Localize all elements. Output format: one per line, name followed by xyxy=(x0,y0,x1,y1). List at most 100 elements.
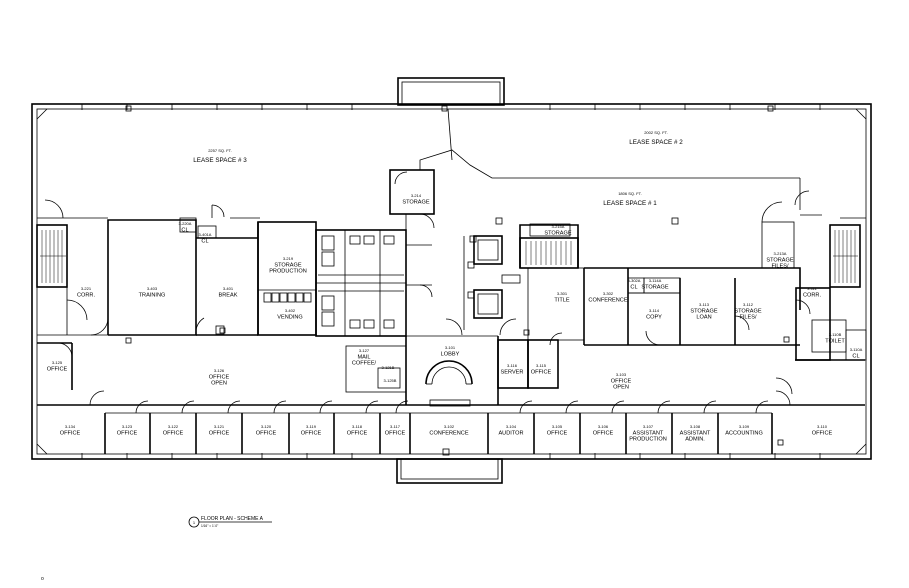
room-number: 3-213A xyxy=(774,251,787,256)
room-number: 3-116 xyxy=(507,363,518,368)
footer-mark: o xyxy=(41,576,44,582)
lobby-reception-desk xyxy=(425,360,473,385)
elevators xyxy=(445,235,521,336)
room-number: 3-119 xyxy=(306,424,317,429)
room-number: 3-125 xyxy=(52,360,63,365)
room-label-assistant-admin: ADMIN. xyxy=(685,437,705,443)
lease-space-labels: 2257 SQ. FT. LEASE SPACE # 3 2002 SQ. FT… xyxy=(193,130,683,207)
room-number: 3-111 xyxy=(807,286,817,291)
caption-scale: 1/16" = 1'-0" xyxy=(201,524,218,528)
room-number: 3-127 xyxy=(359,348,370,353)
room-label-mail-coffee: COFFEE/ xyxy=(352,361,377,367)
room-label-server: SERVER xyxy=(501,370,524,376)
room-label-office: OFFICE xyxy=(547,431,568,437)
room-label-copy: COPY xyxy=(646,315,662,321)
room-label-office-open: OPEN xyxy=(211,381,227,387)
room-label-storage: STORAGE xyxy=(544,231,572,237)
room-number: 3-110 xyxy=(817,424,828,429)
room-number: 3-121 xyxy=(214,424,225,429)
room-label-office: OFFICE xyxy=(812,431,833,437)
stair-center xyxy=(519,237,579,269)
room-label-assistant-production: PRODUCTION xyxy=(629,437,667,443)
room-label-office-open: OFFICE xyxy=(209,375,230,381)
room-number: 3-106 xyxy=(598,424,609,429)
room-number: 3-401 xyxy=(223,286,234,291)
room-number: 3-110A xyxy=(850,347,863,352)
room-label-office: OFFICE xyxy=(531,370,552,376)
room-label-title: TITLE xyxy=(554,298,569,304)
caption-title: FLOOR PLAN - SCHEME A xyxy=(201,516,264,522)
lease-space-2-name: LEASE SPACE # 2 xyxy=(629,139,683,146)
room-number: 3-101 xyxy=(445,345,456,350)
room-number: 3-114A xyxy=(649,278,662,283)
room-labels: 3-214STORAGE3-220ACL3-401ACL3-219STORAGE… xyxy=(47,193,863,443)
lease-space-3-name: LEASE SPACE # 3 xyxy=(193,157,247,164)
room-label-toilet: TOILET xyxy=(825,339,845,345)
room-number: 3-125B xyxy=(384,378,397,383)
room-label-office: OFFICE xyxy=(256,431,277,437)
room-number: 3-102 xyxy=(444,424,455,429)
room-label-office: OFFICE xyxy=(593,431,614,437)
room-label-office: OFFICE xyxy=(117,431,138,437)
room-label-conference: CONFERENCE xyxy=(588,298,627,304)
room-label-storage-files: FILES/ xyxy=(739,315,757,321)
room-number: 3-214 xyxy=(411,193,422,198)
room-number: 3-115 xyxy=(536,363,547,368)
column-markers xyxy=(81,104,821,459)
room-label-accounting: ACCOUNTING xyxy=(725,431,763,437)
lease-space-1-area: 1806 SQ. FT. xyxy=(618,191,642,196)
room-label-cl: CL xyxy=(181,228,188,234)
lease-space-2-area: 2002 SQ. FT. xyxy=(644,130,668,135)
room-number: 3-220A xyxy=(179,221,192,226)
building-shell xyxy=(31,77,872,484)
stair-east xyxy=(829,224,861,288)
fixture-markers xyxy=(125,105,790,456)
room-number: 3-109 xyxy=(739,424,750,429)
west-wing-walls xyxy=(37,204,259,336)
room-number: 3-122 xyxy=(168,424,179,429)
room-number: 3-113 xyxy=(699,302,710,307)
room-label-storage-loan: STORAGE xyxy=(690,309,718,315)
room-label-storage-loan: LOAN xyxy=(696,315,711,321)
room-number: 3-403 xyxy=(147,286,158,291)
room-number: 3-117 xyxy=(390,424,401,429)
room-label-office: OFFICE xyxy=(209,431,230,437)
room-label-office: OFFICE xyxy=(385,431,406,437)
room-label-storage: STORAGE xyxy=(402,200,430,206)
room-number: 3-107 xyxy=(643,424,654,429)
room-number: 3-301 xyxy=(557,291,568,296)
lobby-walls xyxy=(345,335,499,405)
room-number: 3-112 xyxy=(743,302,754,307)
room-label-cl: CL xyxy=(852,354,859,360)
room-number: 3-126 xyxy=(214,368,225,373)
room-number: 3-401A xyxy=(199,232,212,237)
room-label-office: OFFICE xyxy=(347,431,368,437)
room-label-cl: CL xyxy=(201,239,208,245)
plan-caption: 1 FLOOR PLAN - SCHEME A 1/16" = 1'-0" xyxy=(188,516,272,528)
room-number: 3-114 xyxy=(649,308,660,313)
lease-space-1-name: LEASE SPACE # 1 xyxy=(603,200,657,207)
room-label-office: OFFICE xyxy=(301,431,322,437)
lease-partitions xyxy=(37,108,866,223)
room-number: 3-108 xyxy=(690,424,701,429)
room-label-office-open: OPEN xyxy=(613,385,629,391)
room-label-assistant-admin: ASSISTANT xyxy=(680,431,711,437)
room-number: 3-221 xyxy=(81,286,92,291)
core-walls xyxy=(257,169,435,337)
room-number: 3-104 xyxy=(506,424,517,429)
room-number: 3-302 xyxy=(603,291,614,296)
room-number: 3-120 xyxy=(261,424,272,429)
room-label-break: BREAK xyxy=(219,293,238,299)
south-office-row xyxy=(37,342,865,454)
room-label-office-open: OFFICE xyxy=(611,379,632,385)
room-label-conference: CONFERENCE xyxy=(429,431,468,437)
room-label-storage-files: STORAGE xyxy=(766,258,794,264)
room-label-auditor: AUDITOR xyxy=(498,431,523,437)
room-label-vending: VENDING xyxy=(277,315,303,321)
room-number: 3-118 xyxy=(352,424,363,429)
room-label-office: OFFICE xyxy=(163,431,184,437)
room-number: 3-121B xyxy=(382,365,395,370)
stair-west xyxy=(36,224,68,288)
room-number: 3-105 xyxy=(552,424,563,429)
room-label-storage: STORAGE xyxy=(641,285,669,291)
